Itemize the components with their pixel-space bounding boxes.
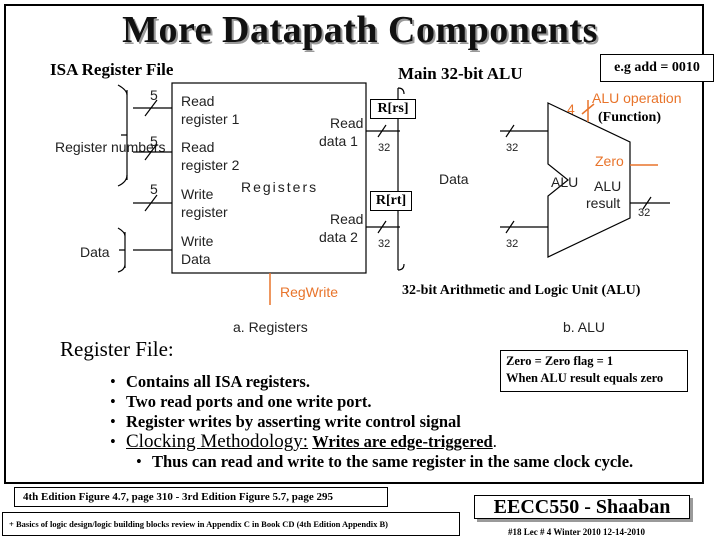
- data-bus-bracket-ends: [397, 87, 405, 271]
- bullet-text: Contains all ISA registers.: [126, 372, 310, 391]
- alu-input-b-width: 32: [506, 238, 518, 250]
- alu-result-a: ALU: [594, 178, 621, 194]
- zero-flag-line-2: When ALU result equals zero: [506, 371, 664, 385]
- port-write-data-b: Data: [181, 251, 211, 267]
- port-read-register-1-a: Read: [181, 93, 214, 109]
- registers-caption: a. Registers: [233, 319, 308, 335]
- output-read-data-1-b: data 1: [319, 133, 358, 149]
- bullet-item-clocking: •Clocking Methodology: Writes are edge-t…: [110, 431, 497, 452]
- footnote-box: + Basics of logic design/logic building …: [2, 512, 460, 536]
- read-reg1-slash: [144, 99, 158, 117]
- register-numbers-label: Register numbers: [55, 139, 166, 155]
- isa-register-file-heading: ISA Register File: [50, 60, 174, 79]
- rt-label: R[rt]: [370, 191, 412, 211]
- register-file-heading: Register File:: [60, 337, 174, 361]
- data-label: Data: [80, 244, 110, 260]
- zero-flag-line-1: Zero = Zero flag = 1: [506, 354, 614, 368]
- read-data1-slash: [377, 124, 387, 138]
- read-reg2-slash: [144, 143, 158, 161]
- bullet-item: •Two read ports and one write port.: [110, 392, 372, 411]
- main-alu-heading: Main 32-bit ALU: [398, 64, 523, 83]
- alu-caption-diagram: b. ALU: [563, 319, 605, 335]
- eg-add-box: e.g add = 0010: [600, 54, 714, 82]
- write-reg-slash: [144, 194, 158, 212]
- bullet-list: •Contains all ISA registers. •Two read p…: [110, 372, 633, 472]
- register-file-box: [171, 82, 367, 274]
- alu-input-a-width: 32: [506, 142, 518, 154]
- read-data1-width: 32: [378, 142, 390, 154]
- width-5-c: 5: [150, 181, 158, 197]
- width-5-b: 5: [150, 133, 158, 149]
- alu-result-width: 32: [638, 207, 650, 219]
- slide-title: More Datapath Components: [122, 9, 598, 51]
- bullet-text: Two read ports and one write port.: [126, 392, 372, 411]
- figure-reference-box: 4th Edition Figure 4.7, page 310 - 3rd E…: [14, 487, 388, 507]
- data-bus-label: Data: [439, 171, 469, 187]
- read-data2-width: 32: [378, 238, 390, 250]
- alu-name: ALU: [551, 174, 578, 190]
- slide-frame: [4, 4, 704, 484]
- port-read-register-1-b: register 1: [181, 111, 240, 127]
- output-read-data-1-a: Read: [330, 115, 363, 131]
- width-5-a: 5: [150, 87, 158, 103]
- sub-bullet-item: •Thus can read and write to the same reg…: [136, 452, 634, 471]
- port-read-register-2-b: register 2: [181, 157, 240, 173]
- clocking-period: .: [492, 432, 497, 451]
- alu-input-a-slash: [505, 124, 515, 138]
- alu-operation-slash: [581, 103, 595, 115]
- bullet-text: Register writes by asserting write contr…: [126, 412, 461, 431]
- zero-label: Zero: [595, 153, 624, 169]
- register-numbers-brace-ends: [117, 84, 128, 187]
- regwrite-label: RegWrite: [280, 284, 338, 300]
- clocking-rest: Writes are edge-triggered: [312, 432, 493, 451]
- lecture-info: #18 Lec # 4 Winter 2010 12-14-2010: [508, 527, 645, 537]
- alu-input-b-slash: [505, 220, 515, 234]
- port-read-register-2-a: Read: [181, 139, 214, 155]
- port-write-data-a: Write: [181, 233, 214, 249]
- course-badge: EECC550 - Shaaban: [474, 495, 690, 519]
- sub-bullet-text: Thus can read and write to the same regi…: [152, 452, 634, 471]
- port-write-register-b: register: [181, 204, 228, 220]
- data-brace: [117, 227, 126, 273]
- bullet-item: •Register writes by asserting write cont…: [110, 412, 461, 431]
- alu-operation-label: ALU operation: [592, 90, 682, 106]
- port-write-register-a: Write: [181, 186, 214, 202]
- registers-name: Registers: [241, 179, 318, 195]
- read-data2-slash: [377, 220, 387, 234]
- clocking-term: Clocking Methodology:: [126, 431, 309, 452]
- alu-operation-width: 4: [567, 101, 575, 117]
- bullet-item: •Contains all ISA registers.: [110, 372, 310, 391]
- alu-shape: [547, 102, 631, 258]
- alu-caption: 32-bit Arithmetic and Logic Unit (ALU): [402, 283, 641, 298]
- output-read-data-2-b: data 2: [319, 229, 358, 245]
- alu-result-b: result: [586, 195, 620, 211]
- alu-result-slash: [642, 196, 652, 210]
- zero-flag-box: Zero = Zero flag = 1 When ALU result equ…: [500, 350, 688, 392]
- function-label: (Function): [598, 110, 661, 125]
- output-read-data-2-a: Read: [330, 211, 363, 227]
- rs-label: R[rs]: [370, 99, 416, 119]
